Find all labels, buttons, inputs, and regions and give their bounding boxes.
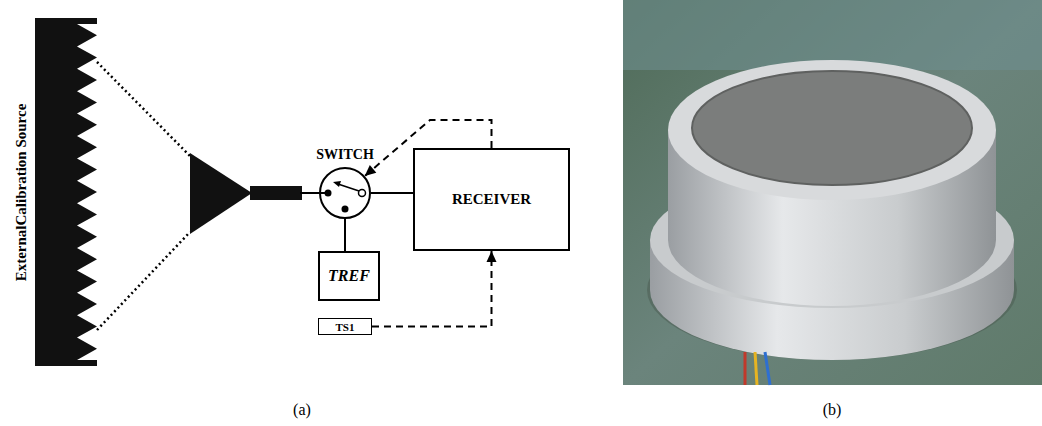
switch-circle: SWITCH: [319, 167, 371, 219]
panel-label: (b): [823, 401, 842, 419]
signal-line: [371, 193, 413, 194]
node-label: SWITCH: [316, 147, 374, 163]
switch-arm: [338, 184, 359, 191]
beam-line: [97, 62, 190, 156]
beam-line: [97, 232, 190, 330]
node-label: RECEIVER: [452, 191, 531, 208]
switch-arm-head: [333, 181, 341, 187]
source-label: ExternalCalibration Source: [14, 103, 31, 281]
reference-load-box: TREF: [318, 251, 380, 301]
panel-label: (a): [293, 401, 311, 419]
signal-line: [345, 219, 346, 251]
switch-contact: [325, 190, 332, 197]
photo: [623, 0, 1042, 385]
absorber: [35, 18, 97, 366]
switch-contact: [342, 206, 349, 213]
control-line: [372, 251, 497, 327]
horn-antenna: [190, 153, 252, 234]
node-label: TS1: [336, 321, 355, 333]
waveguide-feed: [250, 186, 302, 200]
feed-wire: [300, 192, 328, 194]
node-label: TREF: [328, 267, 370, 285]
receiver-box: RECEIVER: [413, 148, 570, 251]
switch-contact: [359, 190, 366, 197]
temperature-sensor-box: TS1: [318, 318, 372, 335]
